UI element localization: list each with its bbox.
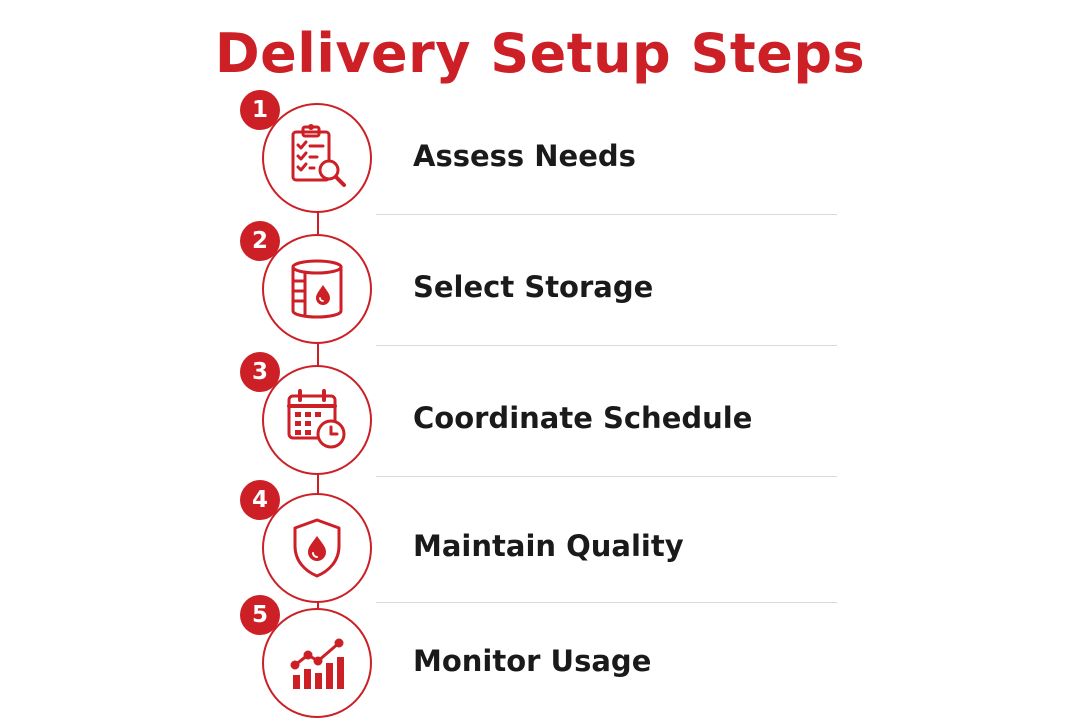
step-5-circle [262, 608, 372, 718]
step-1: 1 Assess Needs [0, 90, 1080, 220]
shield-drop-icon [293, 518, 341, 578]
step-1-label: Assess Needs [413, 139, 636, 173]
step-4: 4 Maintain Quality [0, 480, 1080, 610]
step-5-label: Monitor Usage [413, 644, 652, 678]
bar-chart-trend-icon [290, 638, 344, 689]
step-1-divider [376, 214, 837, 215]
step-3: 3 Coordinate Schedule [0, 352, 1080, 482]
calendar-clock-icon [287, 389, 346, 449]
step-3-label: Coordinate Schedule [413, 401, 753, 435]
step-2-number-badge: 2 [240, 221, 280, 261]
step-2-label: Select Storage [413, 270, 654, 304]
page-title: Delivery Setup Steps [214, 22, 866, 85]
step-5-number-badge: 5 [240, 595, 280, 635]
step-5: 5 Monitor Usage [0, 595, 1080, 725]
clipboard-magnifier-icon [291, 124, 346, 187]
step-3-number-badge: 3 [240, 352, 280, 392]
storage-tank-drop-icon [291, 259, 343, 319]
step-3-circle [262, 365, 372, 475]
step-4-circle [262, 493, 372, 603]
step-4-label: Maintain Quality [413, 529, 684, 563]
step-2-circle [262, 234, 372, 344]
step-3-divider [376, 476, 837, 477]
step-4-number-badge: 4 [240, 480, 280, 520]
step-2-divider [376, 345, 837, 346]
step-1-number-badge: 1 [240, 90, 280, 130]
step-4-divider [376, 602, 837, 603]
step-1-circle [262, 103, 372, 213]
step-2: 2 Select Storage [0, 221, 1080, 351]
